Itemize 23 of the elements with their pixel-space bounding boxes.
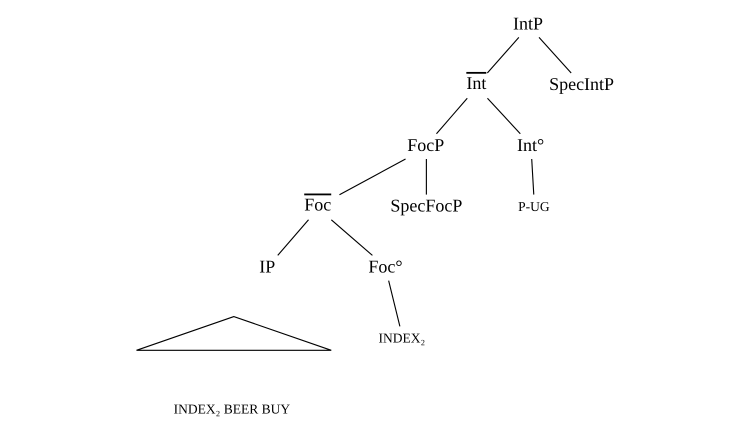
node-text: IntP bbox=[513, 13, 544, 34]
connector bbox=[339, 158, 406, 196]
connector bbox=[487, 98, 521, 134]
connector bbox=[426, 159, 427, 195]
connector bbox=[531, 158, 534, 195]
node-text: FocP bbox=[407, 134, 444, 155]
node-text: Foc bbox=[304, 194, 332, 215]
node-text: SpecFocP bbox=[390, 196, 462, 216]
connector bbox=[436, 98, 468, 134]
connector bbox=[486, 37, 520, 74]
node-text: IP bbox=[259, 256, 276, 276]
connector bbox=[388, 280, 400, 326]
node-text: Int bbox=[466, 72, 486, 93]
connector bbox=[330, 219, 373, 256]
node-text: P-UG bbox=[518, 198, 550, 214]
node-triangle bbox=[136, 316, 332, 351]
node-text: SpecIntP bbox=[549, 74, 614, 94]
node-text: INDEX₂ BEER BUY bbox=[174, 401, 290, 416]
node-text: INDEX₂ bbox=[378, 330, 426, 346]
connector bbox=[277, 219, 309, 256]
node-text: Foc° bbox=[368, 256, 403, 276]
node-text: Int° bbox=[516, 134, 544, 155]
connector bbox=[538, 37, 572, 74]
